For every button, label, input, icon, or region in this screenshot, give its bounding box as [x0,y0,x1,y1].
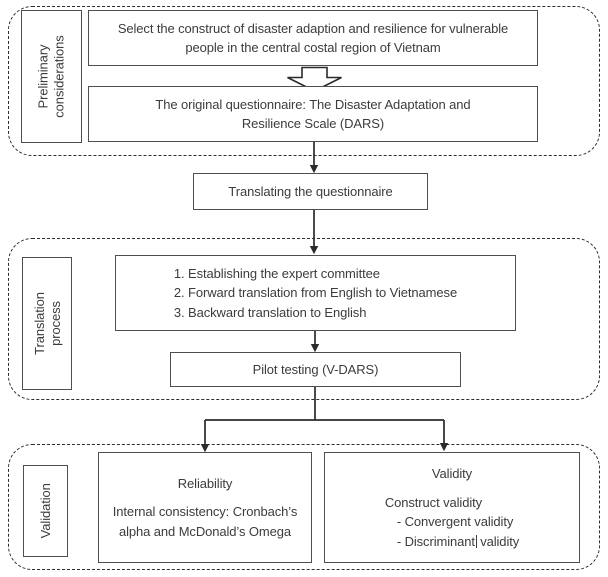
box-validity: Validity Construct validity - Convergent… [324,452,580,563]
section-preliminary-considerations [8,6,600,156]
list-item: 1. Establishing the expert committee [173,265,380,281]
box-title: Validity [431,466,473,481]
list-item: - Discriminant validity [385,532,519,552]
section-label-text: Translation process [32,292,63,355]
section-label-text: Validation [38,483,54,538]
box-title: Reliability [177,475,233,491]
label-line: process [47,301,63,346]
text-cursor [475,534,478,548]
box-line: Pilot testing (V-DARS) [252,361,379,377]
box-translation-steps: 1. Establishing the expert committee 2. … [115,255,516,331]
label-line: Validation [37,483,53,539]
label-line: considerations [51,35,67,118]
box-line: The original questionnaire: The Disaster… [155,96,471,112]
box-line: Translating the questionnaire [228,183,393,199]
box-select-construct: Select the construct of disaster adaptio… [88,10,538,66]
box-line: Select the construct of disaster adaptio… [117,20,509,36]
box-line: alpha and McDonald’s Omega [118,523,292,539]
list-item: 3. Backward translation to English [173,304,367,320]
section-label-translation-process: Translation process [22,257,72,390]
box-reliability: Reliability Internal consistency: Cronba… [98,452,312,563]
box-line: Internal consistency: Cronbach’s [112,504,298,520]
box-pilot-testing: Pilot testing (V-DARS) [170,352,461,387]
numbered-list: 1. Establishing the expert committee 2. … [174,264,457,323]
list-item: 2. Forward translation from English to V… [173,285,458,301]
label-line: Preliminary [36,44,51,109]
box-line: Resilience Scale (DARS) [241,116,385,131]
box-original-questionnaire: The original questionnaire: The Disaster… [88,86,538,142]
list-item: Construct validity [384,494,483,510]
list-item: - Convergent validity [396,514,514,529]
label-line: Translation [31,292,47,355]
section-label-validation: Validation [23,465,68,557]
list-item-text: validity [480,533,520,549]
section-label-text: Preliminary considerations [36,35,67,117]
box-line: people in the central costal region of V… [185,40,441,55]
list-item-text: - Discriminant [396,533,475,549]
box-translating-questionnaire: Translating the questionnaire [193,173,428,210]
section-label-preliminary-considerations: Preliminary considerations [21,10,82,143]
validity-list: Construct validity - Convergent validity… [385,493,519,552]
